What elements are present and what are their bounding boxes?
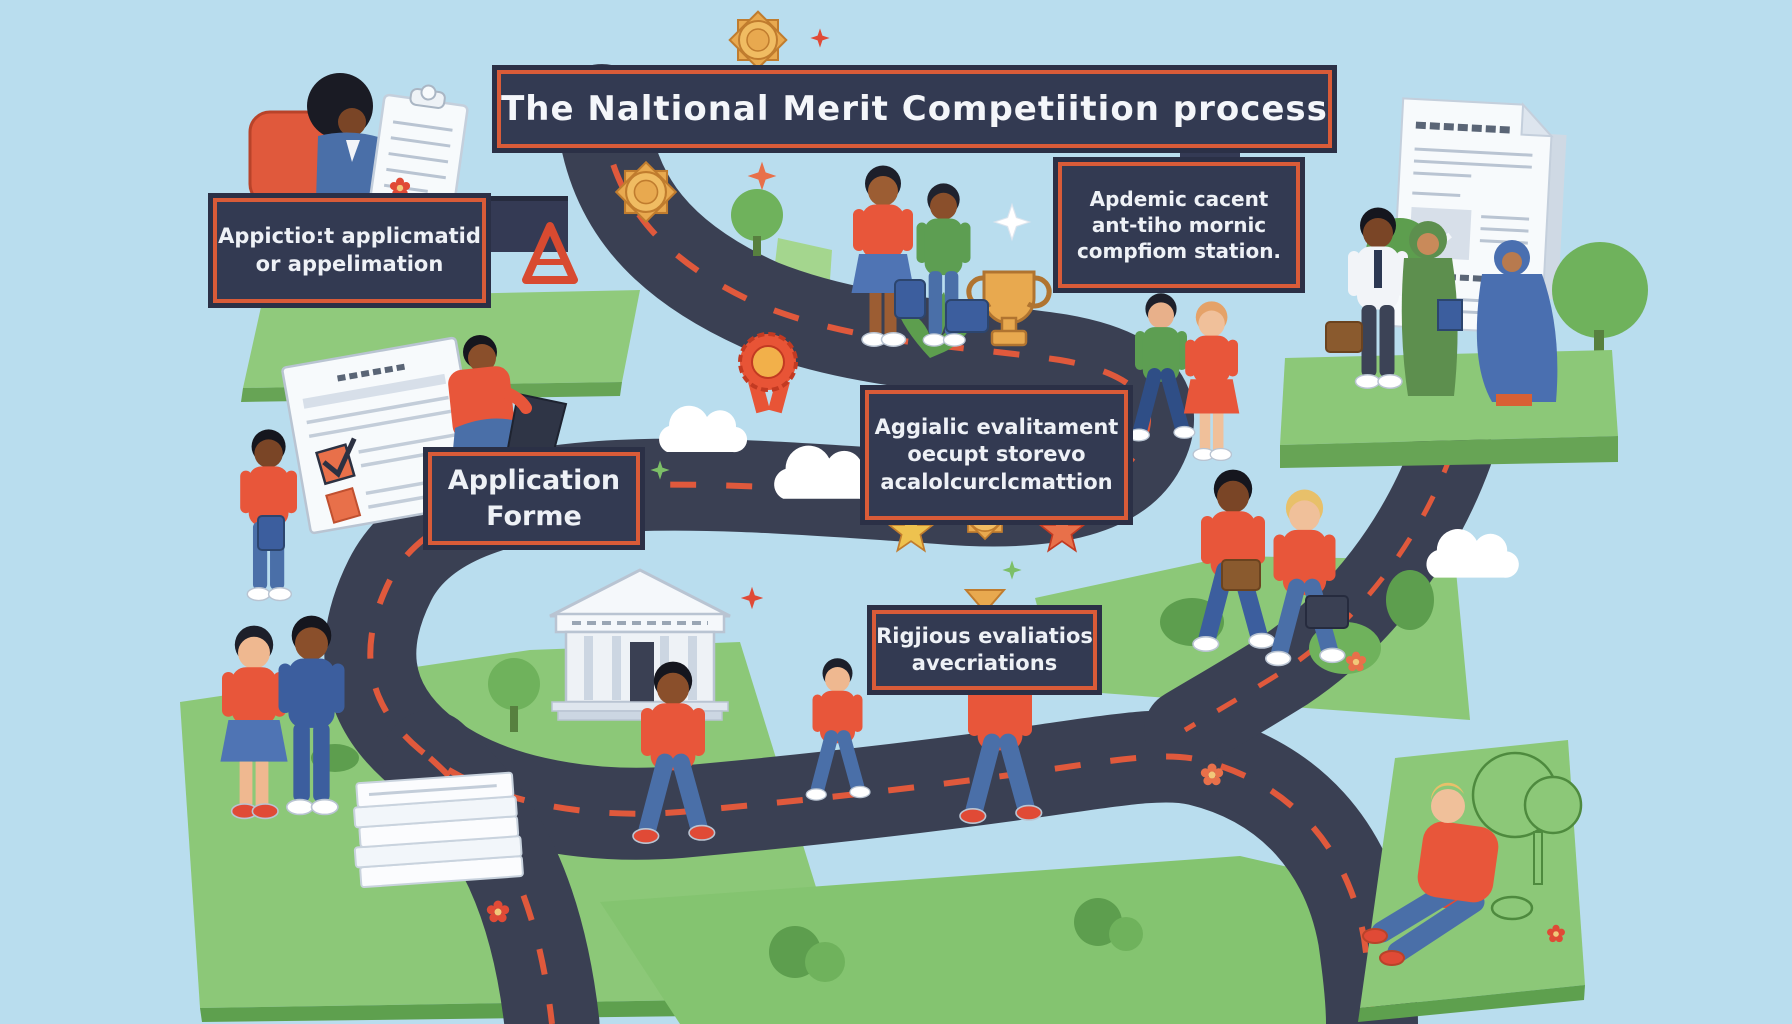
building-icon: [488, 568, 731, 732]
briefcase-icon: [945, 299, 989, 333]
person-man-standing-left: [239, 428, 298, 602]
person-sitting-laptop: [448, 335, 568, 460]
person-downhill-2: [1266, 490, 1348, 666]
person-girl-red-skirt-top: [850, 164, 926, 347]
award-marker-icon: [522, 222, 578, 284]
tree-icon-bottom-right: [1471, 751, 1583, 921]
briefcase-icon: [1305, 595, 1349, 629]
person-man-white-shirt: [1325, 206, 1409, 389]
blazer: [316, 132, 388, 200]
semifinalist-evaluation-line3: acalolcurclcmattion: [880, 469, 1113, 494]
briefcase-icon: [1221, 559, 1261, 591]
road-center-dashes: [367, 109, 1375, 1024]
rigorous-evaluations-box: Rigjious evaliatios avecriations: [872, 610, 1097, 690]
academic-transcript-line2: ant-tiho mornic: [1091, 213, 1267, 237]
down-arrow-icon: [963, 589, 1007, 614]
application-received-line2: or appelimation: [255, 251, 444, 276]
application-forms-line1: Application: [447, 465, 621, 497]
bush-icon: [1490, 895, 1534, 921]
rigorous-evaluations-line2: avecriations: [911, 651, 1058, 675]
semifinalist-evaluation-box: Aggialic evalitament oecupt storevo acal…: [865, 390, 1128, 520]
person-woman-blue-hijab: [1476, 240, 1558, 406]
page-title: The Naltional Merit Competiition process: [497, 70, 1332, 148]
application-received-box: Appictio:t applicmatid or appelimation: [213, 198, 486, 303]
semifinalist-evaluation-line2: oecupt storevo: [907, 442, 1086, 467]
application-forms-line2: Forme: [486, 500, 582, 532]
academic-transcript-line3: compfiom station.: [1076, 239, 1282, 263]
face: [338, 108, 366, 136]
academic-transcript-line1: Apdemic cacent: [1089, 187, 1269, 211]
application-received-line1: Appictio:t applicmatid: [218, 224, 481, 249]
person-woman-green-hijab: [1401, 221, 1463, 396]
academic-transcript-box: Apdemic cacent ant-tiho mornic compfiom …: [1058, 162, 1300, 288]
person-seated-bottom-right: [1362, 782, 1499, 966]
bag-icon: [894, 279, 926, 319]
bag-icon: [257, 515, 285, 551]
page-title-text: The Naltional Merit Competiition process: [501, 89, 1328, 129]
paper-stack-icon: [353, 771, 524, 889]
application-forms-box: Application Forme: [428, 452, 640, 545]
grass-platform-bottom-center: [600, 856, 1355, 1024]
rigorous-evaluations-line1: Rigjious evaliatios: [876, 623, 1093, 648]
semifinalist-evaluation-line1: Aggialic evalitament: [874, 415, 1119, 440]
person-downhill-1: [1193, 470, 1275, 652]
rosette-medal-icon: [738, 332, 798, 414]
person-boy-green-shirt: [915, 182, 989, 347]
